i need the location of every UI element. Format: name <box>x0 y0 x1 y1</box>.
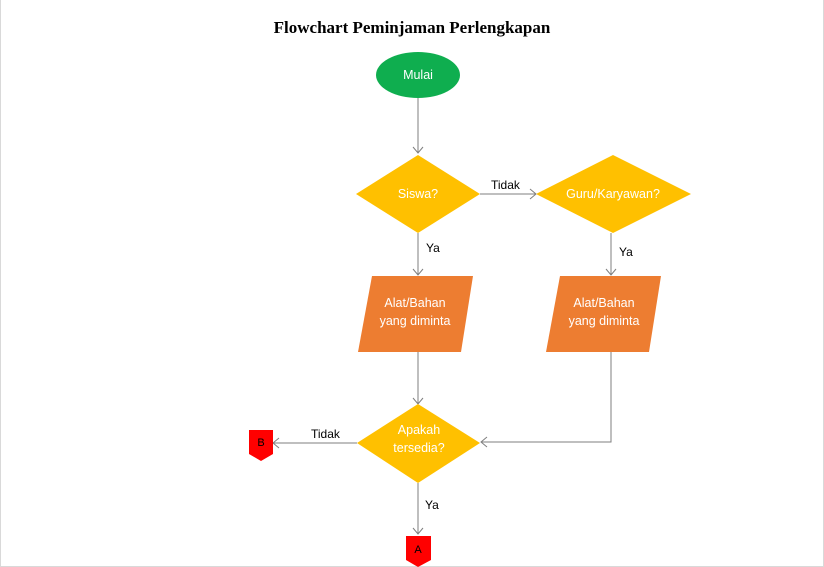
edge-label-tersedia-tidak: Tidak <box>311 427 341 441</box>
data-alat-bahan-siswa-line2: yang diminta <box>380 314 451 328</box>
data-alat-bahan-siswa-line1: Alat/Bahan <box>384 296 445 310</box>
edge-label-siswa-ya: Ya <box>426 241 440 255</box>
offpage-connector-a <box>406 536 431 567</box>
diagram-title: Flowchart Peminjaman Perlengkapan <box>274 18 551 37</box>
start-terminator <box>376 52 460 98</box>
arrowhead-tersedia-a <box>412 527 424 535</box>
data-alat-bahan-guru-line1: Alat/Bahan <box>573 296 634 310</box>
start-label: Mulai <box>403 68 433 82</box>
data-alat-bahan-guru <box>546 276 661 352</box>
offpage-connector-a-label: A <box>414 544 422 556</box>
arrowhead-guru-alat-right <box>605 268 617 276</box>
decision-tersedia-line1: Apakah <box>398 423 440 437</box>
data-alat-bahan-siswa <box>358 276 473 352</box>
arrowhead-siswa-alat-left <box>412 268 424 276</box>
decision-siswa-label: Siswa? <box>398 187 438 201</box>
offpage-connector-b <box>249 430 273 461</box>
decision-guru-karyawan-label: Guru/Karyawan? <box>566 187 660 201</box>
decision-tersedia-line2: tersedia? <box>393 441 444 455</box>
data-alat-bahan-guru-line2: yang diminta <box>569 314 640 328</box>
decision-guru-karyawan <box>536 155 691 233</box>
decision-tersedia <box>357 404 480 483</box>
arrowhead-alat-right-tersedia <box>480 436 488 448</box>
decision-siswa <box>356 155 480 233</box>
edge-label-guru-ya: Ya <box>619 245 633 259</box>
edge-label-siswa-tidak: Tidak <box>491 178 521 192</box>
offpage-connector-b-label: B <box>257 437 264 449</box>
edge-label-tersedia-ya: Ya <box>425 498 439 512</box>
edge-alat-right-tersedia <box>481 352 612 443</box>
arrowhead-start-siswa <box>412 146 424 154</box>
